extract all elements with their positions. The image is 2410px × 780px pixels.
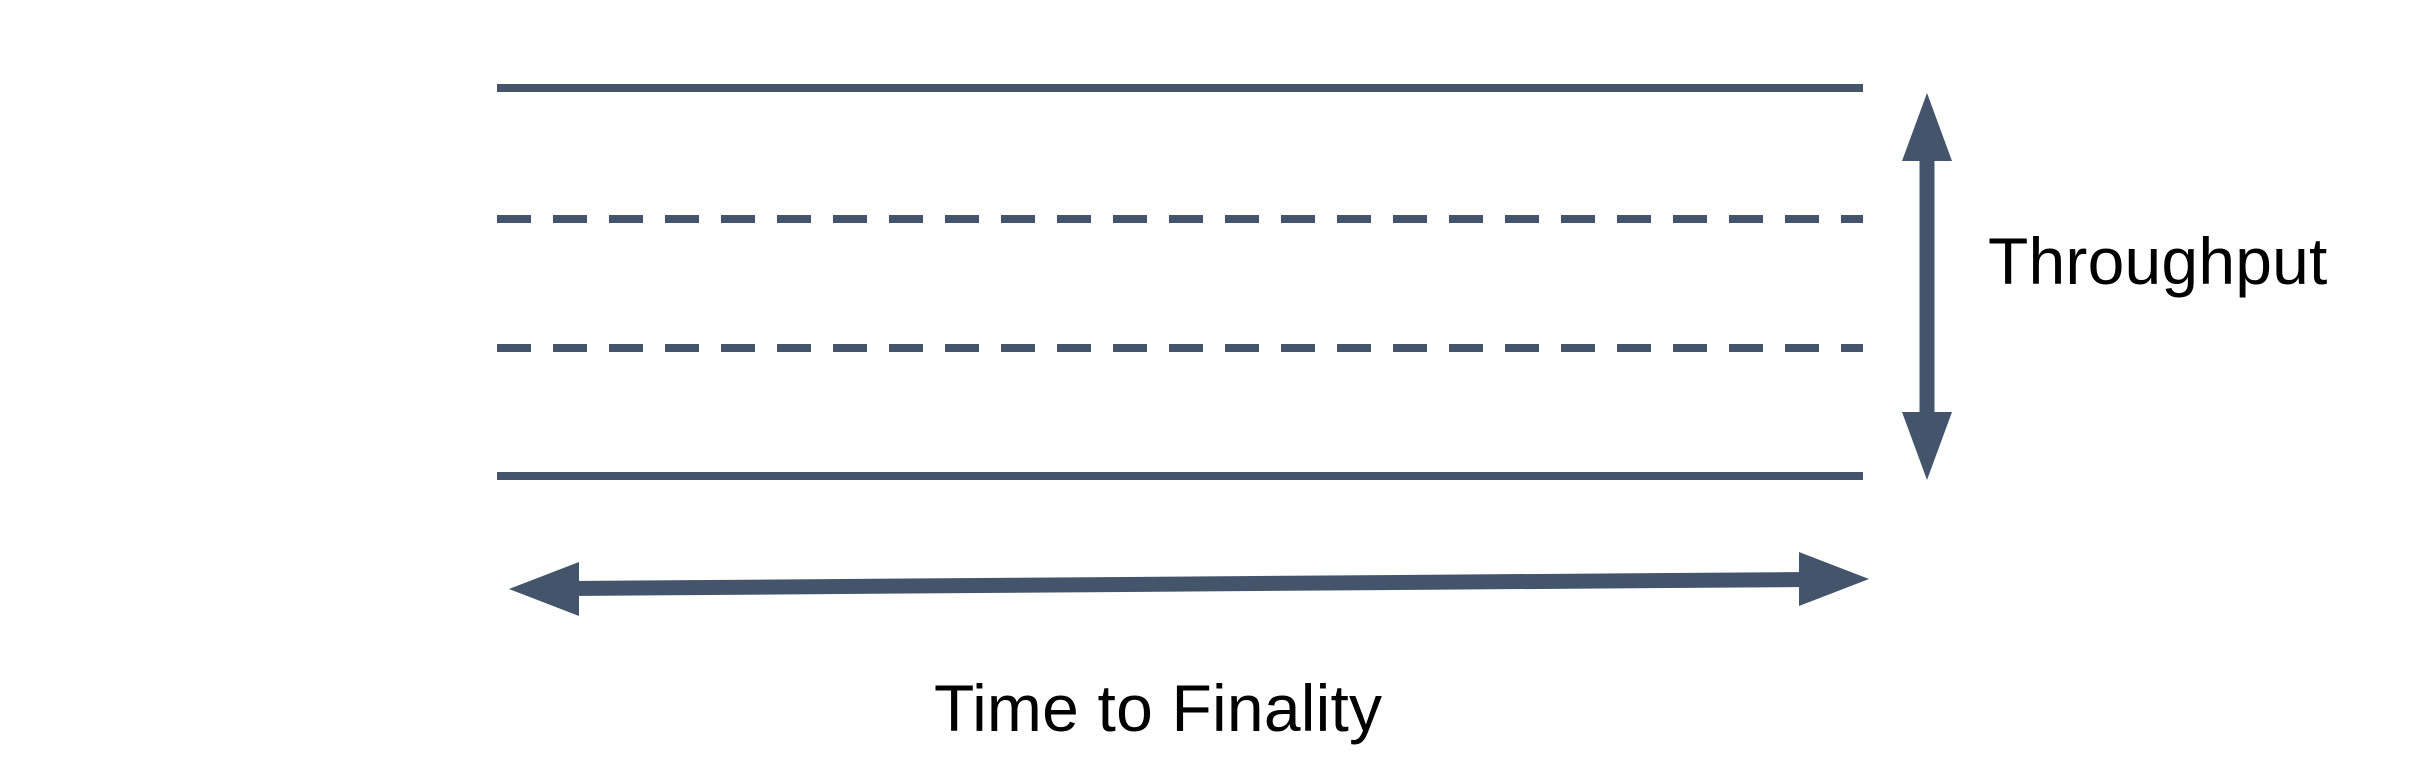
time-to-finality-arrow-head-left	[509, 562, 579, 616]
time-to-finality-arrow-shaft	[571, 572, 1807, 596]
time-to-finality-axis-label: Time to Finality	[934, 671, 1383, 745]
throughput-axis-label: Throughput	[1988, 224, 2328, 298]
time-to-finality-arrow-head-right	[1799, 552, 1869, 606]
throughput-arrow	[1902, 93, 1952, 480]
throughput-arrow-head-up	[1902, 93, 1952, 161]
time-to-finality-arrow	[509, 552, 1869, 616]
throughput-arrow-head-down	[1902, 412, 1952, 480]
lane-lines-group	[497, 84, 1863, 480]
